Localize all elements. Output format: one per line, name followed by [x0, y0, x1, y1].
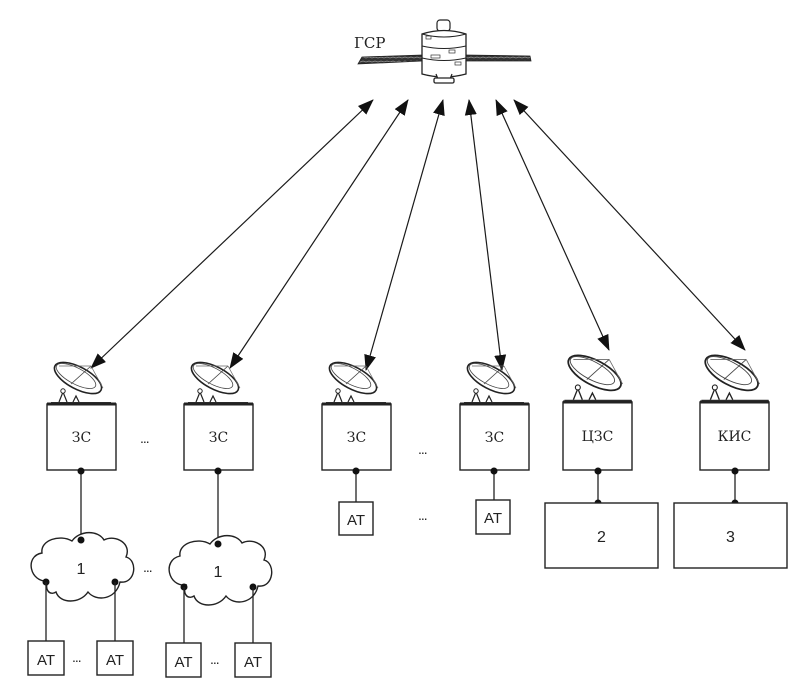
dish-antennas: [51, 354, 769, 404]
command-station: КИС: [699, 400, 770, 471]
ellipsis: ...: [140, 430, 149, 446]
link-station-6: [513, 99, 746, 351]
radio-links: [90, 99, 746, 371]
svg-text:АТ: АТ: [37, 652, 55, 669]
ellipsis: ...: [418, 507, 427, 523]
network-label: 1: [214, 564, 223, 581]
svg-text:АТ: АТ: [347, 512, 365, 529]
station-2: ЗС: [183, 402, 254, 471]
link-station-5: [495, 99, 610, 351]
dish-antenna-icon: [564, 354, 632, 402]
dish-antenna-icon: [188, 361, 248, 404]
station-label: ЗС: [209, 430, 228, 446]
link-station-3: [364, 99, 445, 371]
terminal: АТ: [234, 642, 272, 678]
station-3: ЗС: [321, 402, 392, 471]
terminal: АТ: [96, 640, 134, 676]
network-label: 1: [77, 561, 86, 578]
central-station: ЦЗС: [562, 400, 633, 471]
block-label: 3: [726, 529, 735, 546]
svg-text:АТ: АТ: [484, 510, 502, 527]
block-3: 3: [673, 502, 788, 569]
dish-antenna-icon: [51, 361, 111, 404]
satellite-label: ГСР: [354, 34, 386, 52]
satellite: ГСР: [354, 19, 532, 84]
ellipsis: ...: [418, 441, 427, 457]
svg-text:АТ: АТ: [175, 654, 193, 671]
link-station-2: [229, 99, 409, 369]
dish-antenna-icon: [464, 361, 524, 404]
block-2: 2: [544, 502, 659, 569]
link-station-1: [90, 99, 374, 369]
ellipsis: ...: [210, 651, 219, 667]
station-4: ЗС: [459, 402, 530, 471]
station-label: КИС: [718, 429, 752, 445]
terminal: АТ: [475, 499, 511, 535]
terminal: АТ: [338, 501, 374, 536]
station-label: ЗС: [485, 430, 504, 446]
network-cloud-1: 1: [30, 531, 135, 602]
satellite-icon: [357, 19, 532, 84]
svg-text:АТ: АТ: [244, 654, 262, 671]
block-label: 2: [597, 529, 606, 546]
station-label: ЗС: [347, 430, 366, 446]
station-1: ЗС: [46, 402, 117, 471]
terminal: АТ: [27, 640, 65, 676]
link-station-4: [464, 99, 507, 371]
dish-antenna-icon: [326, 361, 386, 404]
terminal: АТ: [165, 642, 202, 678]
station-label: ЗС: [72, 430, 91, 446]
dish-antenna-icon: [701, 354, 769, 402]
ellipsis: ...: [143, 559, 152, 575]
ellipsis: ...: [72, 649, 81, 665]
svg-text:АТ: АТ: [106, 652, 124, 669]
network-cloud-2: 1: [168, 534, 273, 606]
station-label: ЦЗС: [582, 429, 614, 445]
